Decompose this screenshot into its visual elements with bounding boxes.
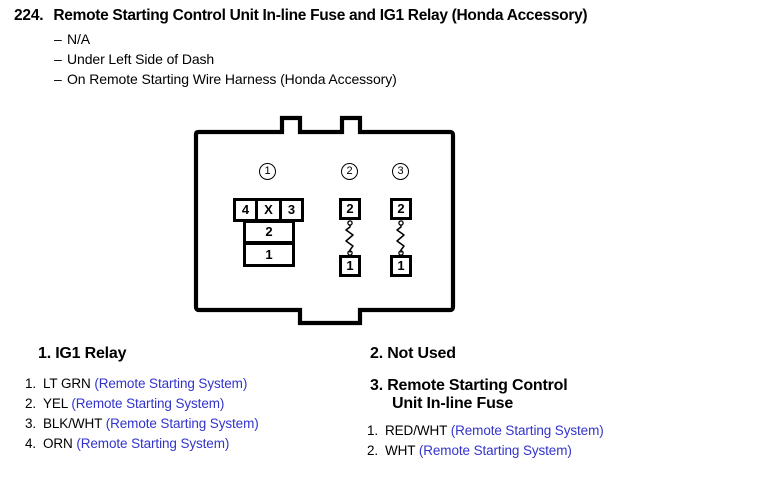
legend-heading-inline-fuse: 3. Remote Starting Control Unit In-line … bbox=[370, 377, 766, 413]
item-wire-color: RED/WHT bbox=[385, 423, 448, 438]
bullet-dash: – bbox=[54, 31, 62, 47]
item-wire-color: LT GRN bbox=[43, 376, 91, 391]
callout-2: 2 bbox=[341, 163, 358, 180]
relay-pin-x: X bbox=[255, 198, 282, 222]
legend-heading-ig1-relay: 1. IG1 Relay bbox=[38, 345, 127, 362]
header-bullet-item: –N/A bbox=[54, 29, 397, 49]
callout-1: 1 bbox=[259, 163, 276, 180]
relay-pin-1: 1 bbox=[243, 242, 295, 267]
header-bullet-item: –On Remote Starting Wire Harness (Honda … bbox=[54, 69, 397, 89]
list-item: 4. ORN (Remote Starting System) bbox=[18, 434, 360, 454]
item-wire-color: BLK/WHT bbox=[43, 416, 103, 431]
list-item: 2. WHT (Remote Starting System) bbox=[360, 441, 766, 461]
item-system: (Remote Starting System) bbox=[76, 436, 230, 451]
page-title-row: 224. Remote Starting Control Unit In-line… bbox=[14, 7, 764, 25]
list-item: 3. BLK/WHT (Remote Starting System) bbox=[18, 414, 360, 434]
page-title: Remote Starting Control Unit In-line Fus… bbox=[53, 7, 588, 24]
fuse-3-element bbox=[396, 220, 405, 256]
legend-right-column: 2. Not Used 3. Remote Starting Control U… bbox=[360, 345, 766, 461]
relay-pin-3: 3 bbox=[279, 198, 304, 222]
bullet-text: Under Left Side of Dash bbox=[67, 51, 215, 67]
legend-heading-line1: 3. Remote Starting Control bbox=[370, 377, 568, 394]
item-index: 1. bbox=[366, 423, 378, 438]
fuse-3-terminal-1: 1 bbox=[390, 255, 412, 277]
item-wire-color: WHT bbox=[385, 443, 416, 458]
fuse-3-terminal-2: 2 bbox=[390, 198, 412, 220]
item-wire-color: ORN bbox=[43, 436, 73, 451]
header-bullet-item: –Under Left Side of Dash bbox=[54, 49, 397, 69]
legend-right-list: 1. RED/WHT (Remote Starting System) 2. WHT… bbox=[360, 421, 766, 461]
list-item: 1. RED/WHT (Remote Starting System) bbox=[360, 421, 766, 441]
item-index: 1. bbox=[24, 376, 36, 391]
legend-left-list: 1. LT GRN (Remote Starting System) 2. YEL … bbox=[18, 374, 360, 454]
list-item: 1. LT GRN (Remote Starting System) bbox=[18, 374, 360, 394]
header-bullet-list: –N/A –Under Left Side of Dash –On Remote… bbox=[54, 29, 397, 89]
section-number: 224. bbox=[14, 7, 44, 24]
legend-left-column: 1. IG1 Relay 1. LT GRN (Remote Starting S… bbox=[0, 345, 360, 454]
item-index: 2. bbox=[24, 396, 36, 411]
item-system: (Remote Starting System) bbox=[450, 423, 604, 438]
legend-heading-not-used: 2. Not Used bbox=[370, 345, 456, 362]
item-system: (Remote Starting System) bbox=[105, 416, 259, 431]
pin-layer: 1 2 3 4 X 3 2 1 2 1 2 1 bbox=[182, 110, 474, 330]
item-index: 3. bbox=[24, 416, 36, 431]
connector-body-outline bbox=[193, 115, 456, 326]
item-index: 2. bbox=[366, 443, 378, 458]
bullet-dash: – bbox=[54, 71, 62, 87]
item-system: (Remote Starting System) bbox=[418, 443, 572, 458]
item-system: (Remote Starting System) bbox=[94, 376, 248, 391]
bullet-dash: – bbox=[54, 51, 62, 67]
connector-diagram: 1 2 3 4 X 3 2 1 2 1 2 1 bbox=[182, 110, 474, 330]
list-item: 2. YEL (Remote Starting System) bbox=[18, 394, 360, 414]
fuse-2-element bbox=[345, 220, 354, 256]
bullet-text: N/A bbox=[67, 31, 91, 47]
connector-outline-svg bbox=[193, 115, 456, 326]
fuse-2-terminal-2: 2 bbox=[339, 198, 361, 220]
relay-pin-2: 2 bbox=[243, 220, 295, 244]
item-index: 4. bbox=[24, 436, 36, 451]
legend-heading-line2: Unit In-line Fuse bbox=[392, 395, 514, 412]
callout-3: 3 bbox=[392, 163, 409, 180]
item-system: (Remote Starting System) bbox=[71, 396, 225, 411]
fuse-2-terminal-1: 1 bbox=[339, 255, 361, 277]
bullet-text: On Remote Starting Wire Harness (Honda A… bbox=[67, 71, 397, 87]
item-wire-color: YEL bbox=[43, 396, 68, 411]
